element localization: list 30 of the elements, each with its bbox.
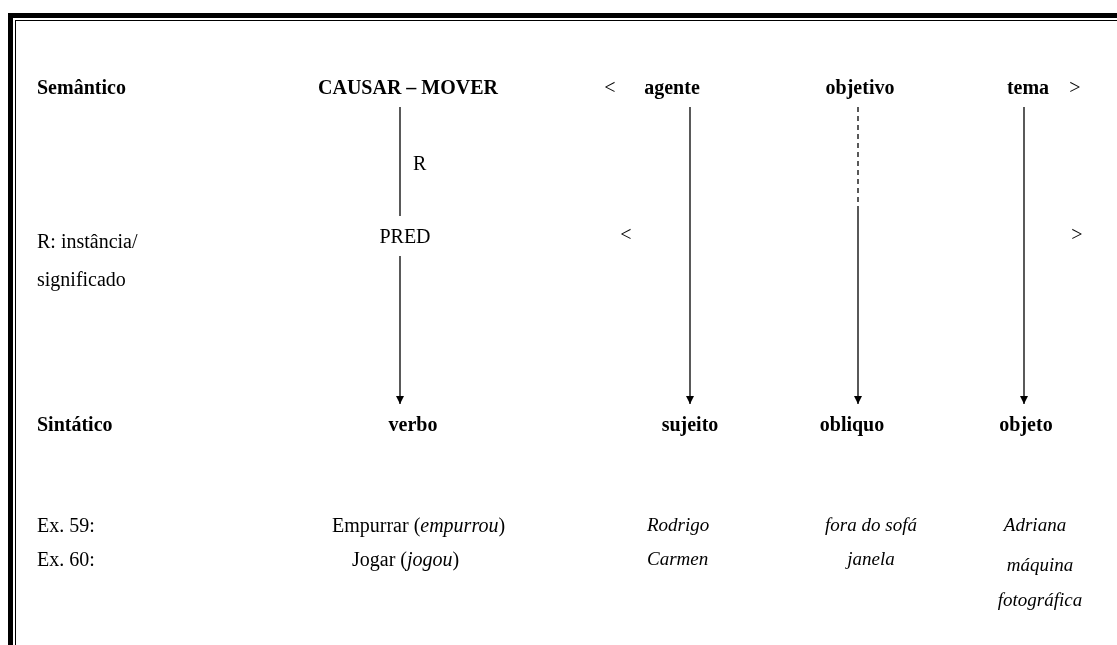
arrow xyxy=(396,255,404,405)
text-label: Ex. 59: xyxy=(37,513,95,537)
term-label: tema xyxy=(1004,67,1052,107)
text-label: < xyxy=(620,222,632,246)
text-label: Ex. 60: xyxy=(37,547,95,571)
text-label: máquina fotográfica xyxy=(996,553,1084,612)
text-label: Empurrar (empurrou) xyxy=(332,513,506,537)
arrow xyxy=(854,106,862,405)
text-label: R: instância/ significado xyxy=(37,229,139,293)
arrow xyxy=(1020,106,1028,405)
term-label: PRED xyxy=(377,216,433,256)
text-label: Rodrigo xyxy=(647,513,710,537)
term-label: verbo xyxy=(386,404,440,444)
text-label: Adriana xyxy=(1003,513,1067,537)
term-label: CAUSAR – MOVER xyxy=(316,67,500,107)
text-label: Semântico xyxy=(37,75,126,99)
arrow xyxy=(686,106,694,405)
term-label: objeto xyxy=(997,404,1055,444)
text-label: Sintático xyxy=(37,412,113,436)
term-label: sujeito xyxy=(659,404,721,444)
text-label: fora do sofá xyxy=(825,513,917,537)
term-label: obliquo xyxy=(817,404,887,444)
term-label: agente xyxy=(642,67,702,107)
text-label: > xyxy=(1069,75,1081,99)
text-label: Jogar (jogou) xyxy=(352,547,460,571)
text-label: > xyxy=(1071,222,1083,246)
text-label: < xyxy=(604,75,616,99)
text-label: Carmen xyxy=(647,547,709,571)
text-label: janela xyxy=(847,547,895,571)
term-label: objetivo xyxy=(823,67,897,107)
